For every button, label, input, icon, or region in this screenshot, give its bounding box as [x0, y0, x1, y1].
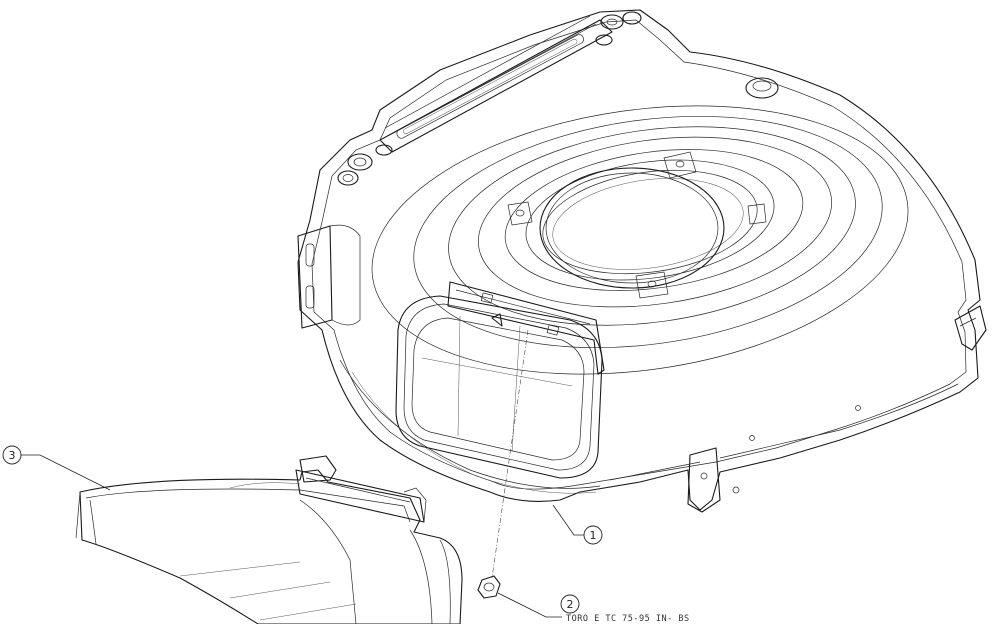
- boss-top-left: [337, 144, 393, 186]
- bolt: [477, 575, 501, 599]
- centre-line: [491, 329, 529, 579]
- right-bracket: [954, 305, 987, 351]
- callout-2: 2: [497, 592, 580, 618]
- rear-bracket: [687, 405, 861, 513]
- mower-deck: [297, 9, 987, 513]
- discharge-opening: [395, 281, 605, 479]
- mounting-tabs: [507, 151, 767, 299]
- callout-3: 3: [2, 445, 111, 491]
- drawing-reference: TORO E TC 75-95 IN- BS: [566, 614, 690, 624]
- callout-number: 2: [567, 598, 574, 611]
- left-bracket: [297, 224, 361, 329]
- callout-number: 3: [9, 449, 16, 462]
- discharge-chute: [75, 455, 463, 624]
- callout-1: 1: [552, 504, 603, 545]
- boss-top-right: [595, 11, 642, 46]
- callout-number: 1: [590, 529, 597, 542]
- engine-opening: [539, 167, 725, 289]
- deck-domes: [371, 105, 909, 375]
- rear-boss: [745, 77, 779, 99]
